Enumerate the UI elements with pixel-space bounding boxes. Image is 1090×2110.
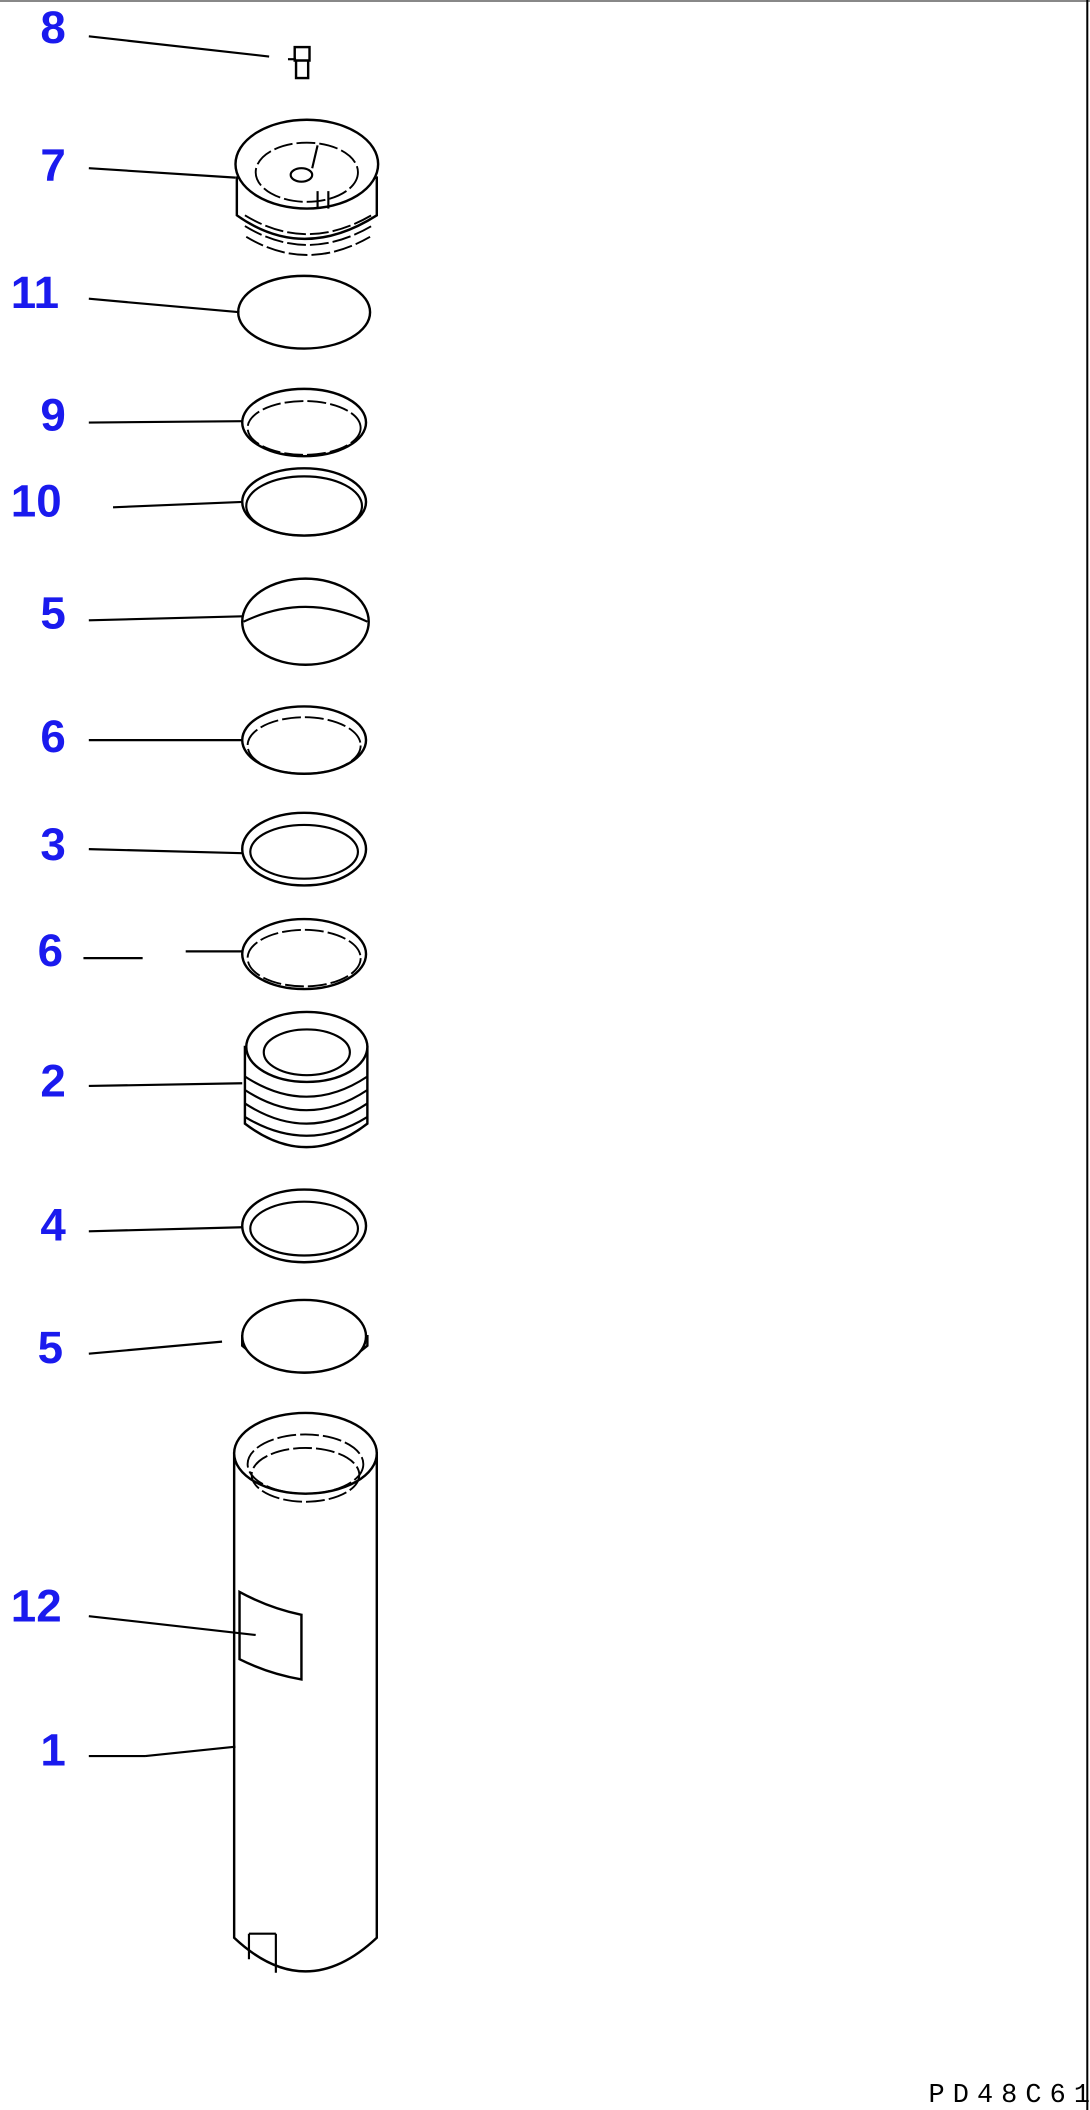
callout-1: 1 bbox=[40, 1725, 65, 1776]
callout-10: 10 bbox=[11, 476, 62, 527]
part-6-ring bbox=[241, 917, 368, 991]
callout-9: 9 bbox=[40, 390, 65, 441]
part-3-ring bbox=[241, 811, 368, 887]
callout-4: 4 bbox=[40, 1200, 66, 1251]
part-11-o-ring bbox=[236, 274, 372, 350]
part-2-piston bbox=[243, 1010, 369, 1149]
callout-5b: 5 bbox=[38, 1322, 63, 1373]
part-1-cylinder bbox=[232, 1411, 379, 1973]
part-5-backup-ring bbox=[241, 577, 370, 666]
callout-5: 5 bbox=[40, 587, 65, 638]
callout-8: 8 bbox=[40, 2, 65, 53]
part-4-ring bbox=[241, 1188, 368, 1264]
part-7-cap bbox=[234, 118, 380, 256]
leader-lines bbox=[83, 35, 270, 1758]
part-12-label-plate bbox=[238, 1589, 303, 1681]
drawing-code: PD48C61 bbox=[929, 2081, 1090, 2110]
callout-6: 6 bbox=[40, 711, 65, 762]
part-10-ring bbox=[241, 467, 368, 537]
callout-7: 7 bbox=[40, 139, 65, 190]
callout-12: 12 bbox=[11, 1581, 62, 1632]
callout-6b: 6 bbox=[38, 925, 63, 976]
callout-3: 3 bbox=[40, 819, 65, 870]
callout-2: 2 bbox=[40, 1056, 65, 1107]
callout-11: 11 bbox=[11, 267, 59, 318]
part-8-fitting bbox=[287, 45, 311, 80]
part-9-ring bbox=[241, 387, 368, 458]
part-5-backup-ring bbox=[241, 1298, 369, 1374]
part-6-ring bbox=[241, 705, 368, 775]
